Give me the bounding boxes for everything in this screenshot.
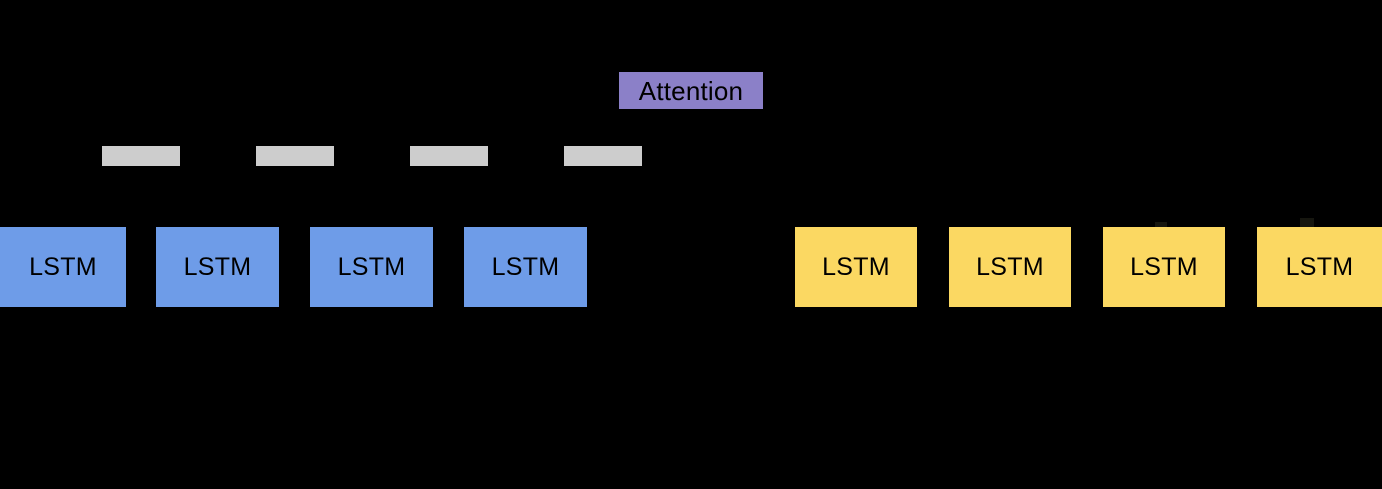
lstm-label: LSTM [491, 252, 560, 281]
lstm-label: LSTM [1130, 252, 1198, 281]
context-slot[interactable] [410, 146, 488, 166]
encoder-lstm-cell-3[interactable]: LSTM [310, 227, 433, 307]
decoder-lstm-cell-1[interactable]: LSTM [795, 227, 917, 307]
lstm-label: LSTM [976, 252, 1044, 281]
context-slot[interactable] [102, 146, 180, 166]
decoder-lstm-cell-4[interactable]: LSTM [1257, 227, 1382, 307]
encoder-lstm-cell-4[interactable]: LSTM [464, 227, 587, 307]
attention-label: Attention [638, 75, 744, 106]
lstm-label: LSTM [337, 252, 406, 281]
lstm-label: LSTM [1285, 252, 1354, 281]
decoder-lstm-cell-3[interactable]: LSTM [1103, 227, 1225, 307]
lstm-label: LSTM [822, 252, 890, 281]
context-slot[interactable] [256, 146, 334, 166]
context-slot[interactable] [564, 146, 642, 166]
decoder-lstm-cell-2[interactable]: LSTM [949, 227, 1071, 307]
clipped-label-remnant [1155, 222, 1167, 227]
clipped-label-remnant [1300, 218, 1314, 227]
lstm-label: LSTM [29, 252, 97, 281]
lstm-label: LSTM [183, 252, 252, 281]
encoder-lstm-cell-2[interactable]: LSTM [156, 227, 279, 307]
encoder-lstm-cell-1[interactable]: LSTM [0, 227, 126, 307]
attention-block[interactable]: Attention [619, 72, 763, 109]
